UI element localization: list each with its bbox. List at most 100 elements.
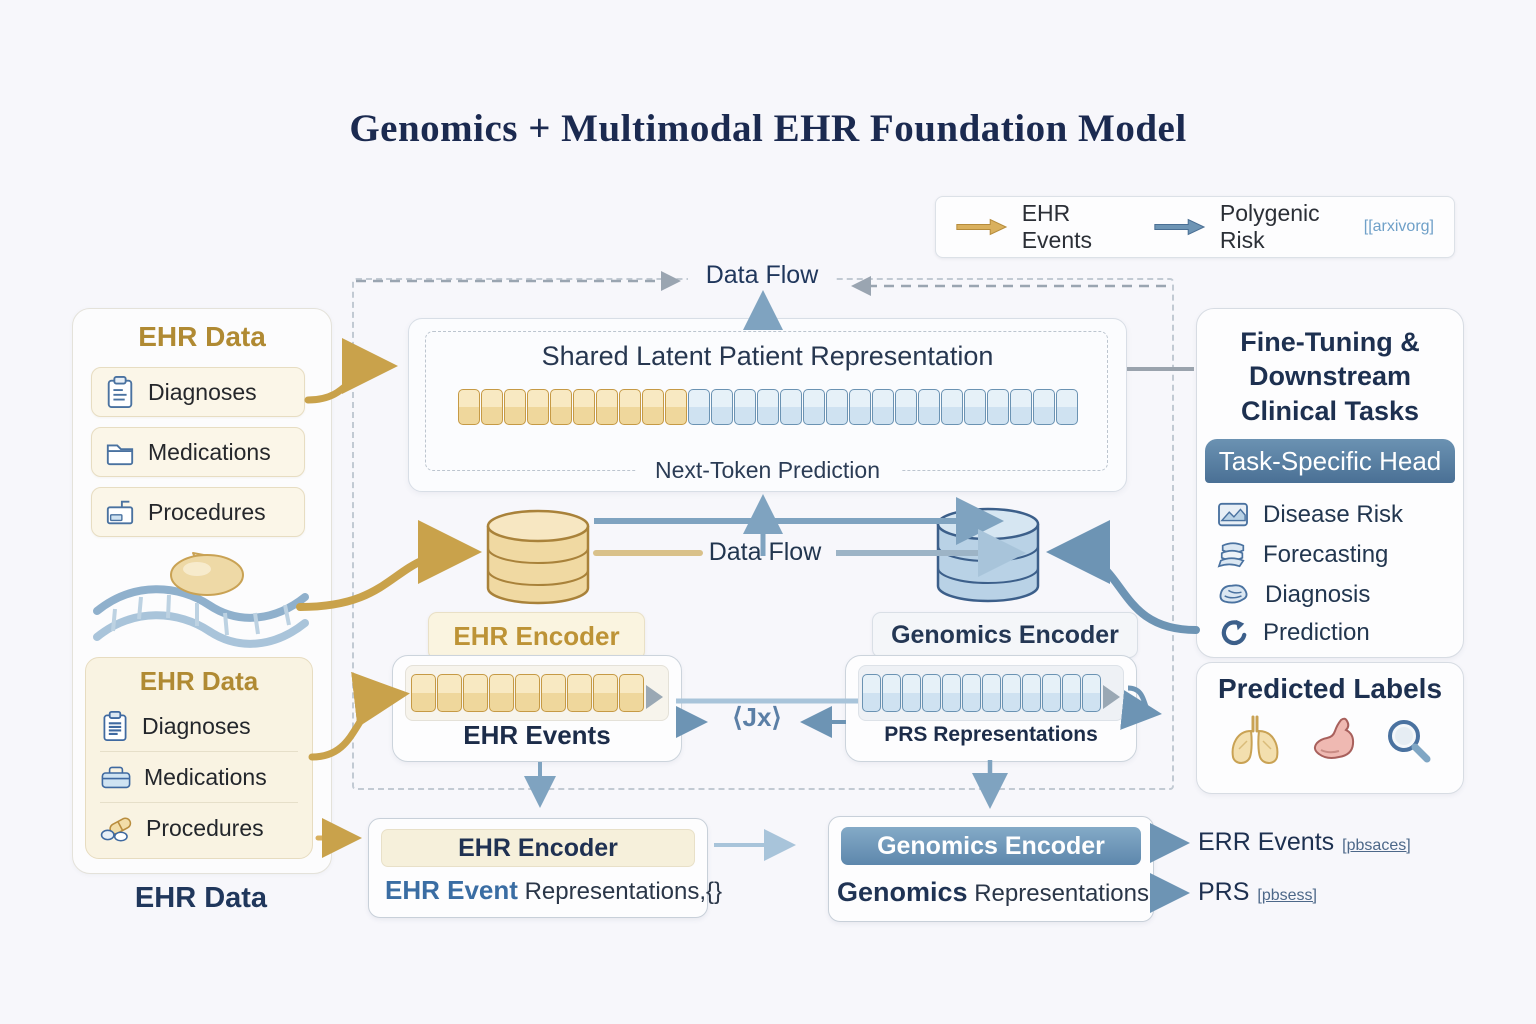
task-row-forecasting: Forecasting bbox=[1217, 540, 1388, 570]
prs-token-panel bbox=[858, 665, 1124, 721]
item-label: Medications bbox=[144, 763, 267, 790]
genomics-representations-line: Genomics Representations bbox=[837, 877, 1149, 908]
gold-token bbox=[664, 389, 687, 425]
case-icon bbox=[106, 500, 134, 525]
brain-icon bbox=[1219, 584, 1248, 604]
task-specific-head-header: Task-Specific Head bbox=[1205, 439, 1455, 483]
blue-token bbox=[917, 389, 940, 425]
blue-token bbox=[1009, 389, 1032, 425]
ehr-events-box: EHR Events bbox=[392, 655, 682, 762]
blue-token bbox=[963, 389, 986, 425]
task-label: Disease Risk bbox=[1263, 501, 1404, 528]
ehr-events-token-row bbox=[411, 674, 644, 712]
data-flow-middle-label: Data Flow bbox=[690, 531, 840, 573]
blue-token bbox=[962, 674, 981, 712]
fine-tuning-panel: Fine-Tuning & Downstream Clinical Tasks … bbox=[1196, 308, 1464, 658]
list-item-medications: Medications bbox=[91, 427, 305, 477]
genomics-encoder-header: Genomics Encoder bbox=[841, 827, 1141, 865]
token-arrowhead-icon bbox=[1103, 684, 1120, 709]
gold-token bbox=[541, 674, 566, 712]
blue-token bbox=[902, 674, 921, 712]
fusion-glyph: ⟨Jx⟩ bbox=[732, 702, 782, 732]
predicted-labels-title: Predicted Labels bbox=[1217, 673, 1443, 704]
blue-token bbox=[986, 389, 1009, 425]
ehr-events-token-panel bbox=[405, 665, 669, 721]
output-label: ERR Events bbox=[1198, 828, 1335, 856]
blue-token bbox=[779, 389, 802, 425]
gold-token bbox=[549, 389, 572, 425]
blue-token bbox=[848, 389, 871, 425]
ehr-data-bottom-title: EHR Data bbox=[139, 666, 259, 696]
pills-icon bbox=[100, 817, 132, 842]
folder-icon bbox=[106, 444, 134, 466]
genomics-database-cylinder-icon bbox=[936, 507, 1040, 603]
legend-ehr-events-label: EHR Events bbox=[1021, 200, 1093, 253]
stacked-sheets-icon bbox=[1217, 542, 1245, 568]
legend-citation: [[arxivorg] bbox=[1363, 218, 1434, 235]
ehr-encoder-mid-label: EHR Encoder bbox=[428, 612, 645, 660]
gold-token bbox=[457, 389, 480, 425]
blue-token bbox=[1022, 674, 1041, 712]
output-cite: [pbsess] bbox=[1257, 887, 1317, 904]
next-token-prediction-label: Next-Token Prediction bbox=[635, 455, 900, 485]
gold-token bbox=[411, 674, 436, 712]
shared-title: Shared Latent Patient Representation bbox=[541, 341, 994, 371]
output-prs: PRS[pbsess] bbox=[1198, 878, 1317, 907]
blue-token bbox=[733, 389, 756, 425]
genomics-encoder-mid-label: Genomics Encoder bbox=[872, 612, 1138, 658]
data-flow-top-label: Data Flow bbox=[688, 254, 836, 296]
list-item-procedures: Procedures bbox=[91, 487, 305, 537]
prs-representations-label: PRS Representations bbox=[884, 723, 1098, 746]
blue-token bbox=[1002, 674, 1021, 712]
list-item-diagnoses: Diagnoses bbox=[100, 701, 298, 751]
ehr-data-top-title: EHR Data bbox=[138, 321, 266, 352]
gold-token bbox=[618, 389, 641, 425]
blue-token bbox=[687, 389, 710, 425]
gold-token bbox=[480, 389, 503, 425]
gold-token bbox=[463, 674, 488, 712]
gold-token bbox=[489, 674, 514, 712]
task-row-diagnosis: Diagnosis bbox=[1217, 581, 1370, 609]
list-item-procedures: Procedures bbox=[100, 802, 298, 853]
ehr-data-top-panel: EHR Data Diagnoses Medications Procedure… bbox=[72, 308, 332, 874]
blue-token bbox=[922, 674, 941, 712]
gold-token bbox=[567, 674, 592, 712]
ehr-database-cylinder-icon bbox=[486, 509, 590, 605]
output-err-events: ERR Events[pbsaces] bbox=[1198, 828, 1411, 857]
predicted-labels-panel: Predicted Labels bbox=[1196, 662, 1464, 794]
task-label: Prediction bbox=[1263, 619, 1370, 646]
blue-token bbox=[862, 674, 881, 712]
clipboard-icon bbox=[103, 711, 127, 741]
gold-token bbox=[572, 389, 595, 425]
blue-token bbox=[982, 674, 1001, 712]
ehr-event-strong: EHR Event bbox=[385, 875, 518, 905]
blue-token bbox=[1055, 389, 1078, 425]
fine-tuning-title: Fine-Tuning & Downstream Clinical Tasks bbox=[1240, 327, 1420, 426]
shared-latent-representation-box: Shared Latent Patient Representation Nex… bbox=[408, 318, 1127, 492]
gold-token bbox=[526, 389, 549, 425]
item-label: Diagnoses bbox=[148, 378, 257, 405]
list-item-diagnoses: Diagnoses bbox=[91, 367, 305, 417]
item-label: Diagnoses bbox=[142, 712, 251, 739]
chart-image-icon bbox=[1218, 502, 1248, 527]
ehr-events-label: EHR Events bbox=[463, 720, 611, 750]
task-row-disease-risk: Disease Risk bbox=[1217, 501, 1403, 529]
blue-token bbox=[1032, 389, 1055, 425]
task-label: Forecasting bbox=[1263, 541, 1389, 568]
ehr-event-rest: Representations,{} bbox=[517, 878, 723, 905]
gold-token bbox=[503, 389, 526, 425]
cycle-arrow-icon bbox=[1221, 619, 1247, 646]
ehr-data-bottom-panel: EHR Data Diagnoses Medications bbox=[85, 657, 313, 859]
gold-token-row bbox=[457, 389, 687, 425]
blue-token bbox=[1062, 674, 1081, 712]
legend: EHR Events Polygenic Risk [[arxivorg] bbox=[935, 196, 1455, 258]
ehr-events-arrow-icon bbox=[956, 218, 1008, 236]
blue-token bbox=[825, 389, 848, 425]
list-item-medications: Medications bbox=[100, 751, 298, 802]
token-arrowhead-icon bbox=[646, 684, 663, 709]
clipboard-icon bbox=[107, 376, 133, 408]
gold-token bbox=[595, 389, 618, 425]
prs-representations-box: PRS Representations bbox=[845, 655, 1137, 762]
page-title: Genomics + Multimodal EHR Foundation Mod… bbox=[349, 107, 1187, 150]
